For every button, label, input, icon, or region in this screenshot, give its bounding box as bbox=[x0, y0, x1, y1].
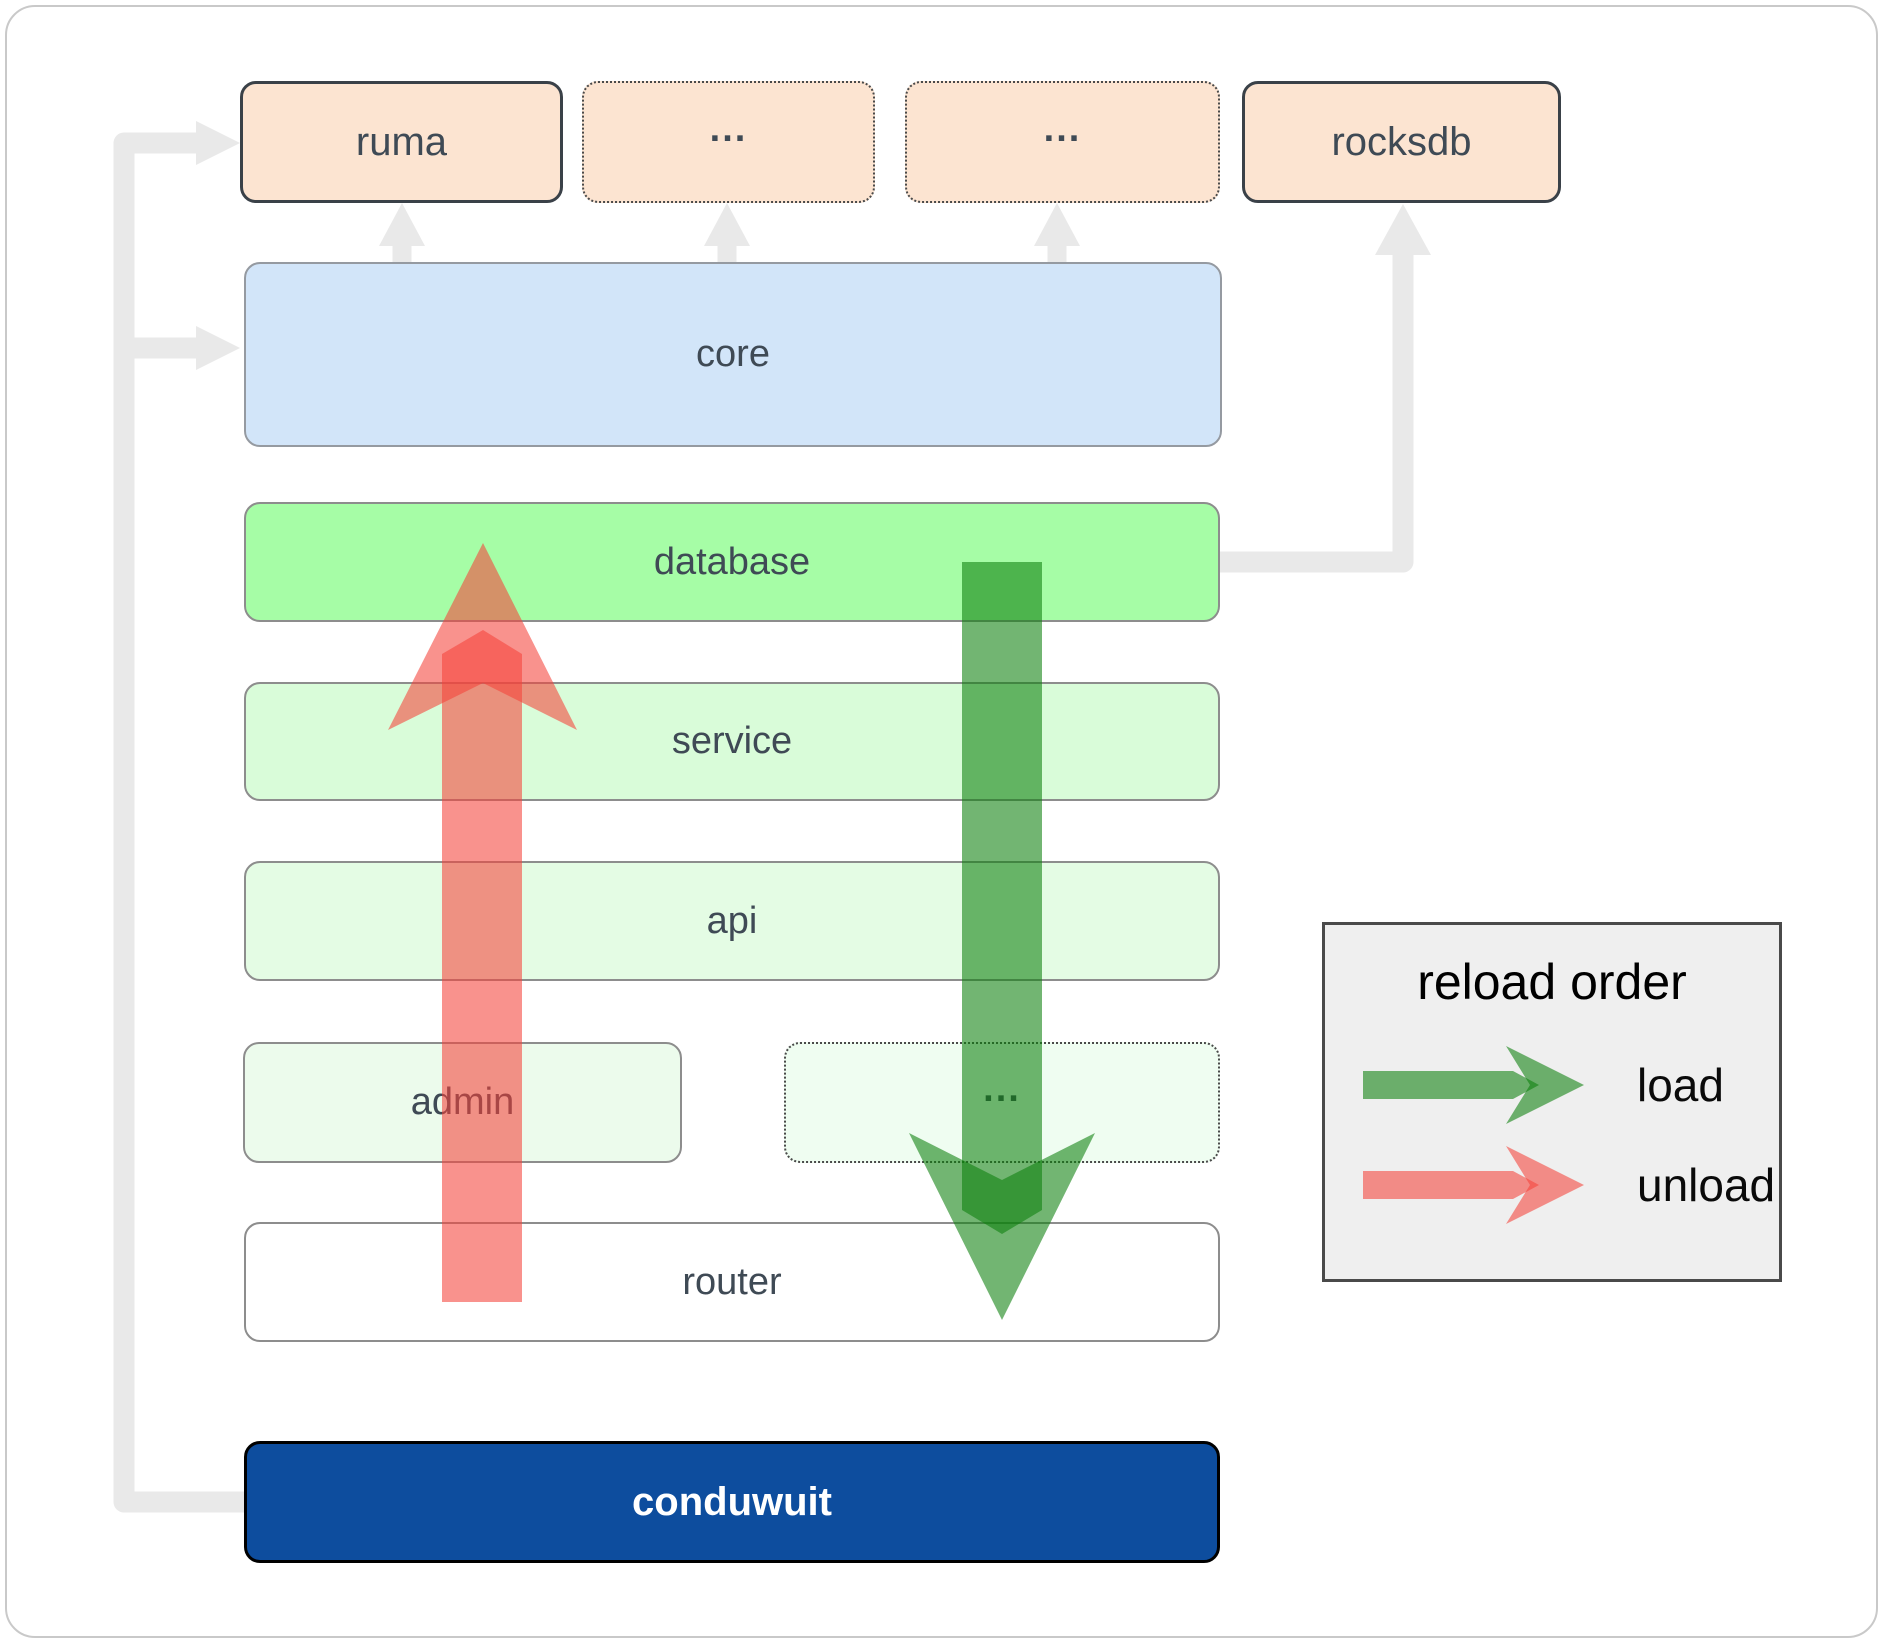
box-rocksdb: rocksdb bbox=[1242, 81, 1561, 203]
load-arrow-shaft bbox=[962, 562, 1042, 1234]
legend-load-label: load bbox=[1637, 1059, 1724, 1111]
layer-core: core bbox=[244, 262, 1222, 447]
legend-title: reload order bbox=[1417, 954, 1687, 1010]
arrow-core-to-modules2-icon bbox=[1034, 203, 1080, 262]
layer-router-label: router bbox=[682, 1260, 782, 1303]
box-modules-2: ... bbox=[905, 81, 1220, 203]
legend-unload-arrow-icon bbox=[1363, 1146, 1584, 1224]
arrow-core-to-modules1-icon bbox=[704, 203, 750, 262]
box-rocksdb-label: rocksdb bbox=[1331, 119, 1472, 164]
arrow-to-rocksdb-icon bbox=[1375, 204, 1431, 255]
box-ruma-label: ruma bbox=[355, 119, 448, 164]
layer-database: database bbox=[244, 502, 1220, 622]
box-modules-2-label: ... bbox=[1043, 107, 1082, 150]
layer-api: api bbox=[244, 861, 1220, 981]
layer-api-label: api bbox=[706, 899, 758, 942]
legend-unload-label: unload bbox=[1637, 1159, 1776, 1211]
layer-conduwuit-label: conduwuit bbox=[632, 1479, 832, 1524]
legend-row-load: load bbox=[1363, 1045, 1763, 1125]
unload-arrow bbox=[388, 543, 577, 1302]
layer-router: router bbox=[244, 1222, 1220, 1342]
box-modules-1-label: ... bbox=[709, 107, 748, 150]
box-ruma: ruma bbox=[240, 81, 563, 203]
connector-conduwuit-line bbox=[113, 132, 245, 1513]
connector-database-rocksdb-line bbox=[1220, 250, 1414, 573]
layer-service-label: service bbox=[671, 720, 793, 762]
layer-core-label: core bbox=[696, 333, 770, 375]
legend: reload order load unload bbox=[1322, 922, 1782, 1282]
load-arrow bbox=[909, 562, 1095, 1320]
arrow-to-core-icon bbox=[196, 326, 240, 370]
box-modules-1: ... bbox=[582, 81, 875, 203]
arrow-to-ruma-icon bbox=[196, 121, 240, 165]
unload-arrowhead-icon bbox=[388, 543, 577, 730]
legend-load-arrow-icon bbox=[1363, 1046, 1584, 1124]
layer-conduwuit: conduwuit bbox=[244, 1441, 1220, 1563]
layer-database-label: database bbox=[653, 540, 811, 583]
arrow-core-to-ruma-icon bbox=[379, 203, 425, 262]
load-arrowhead-icon bbox=[909, 1133, 1095, 1320]
legend-row-unload: unload bbox=[1363, 1145, 1775, 1225]
unload-arrow-shaft bbox=[442, 630, 522, 1302]
